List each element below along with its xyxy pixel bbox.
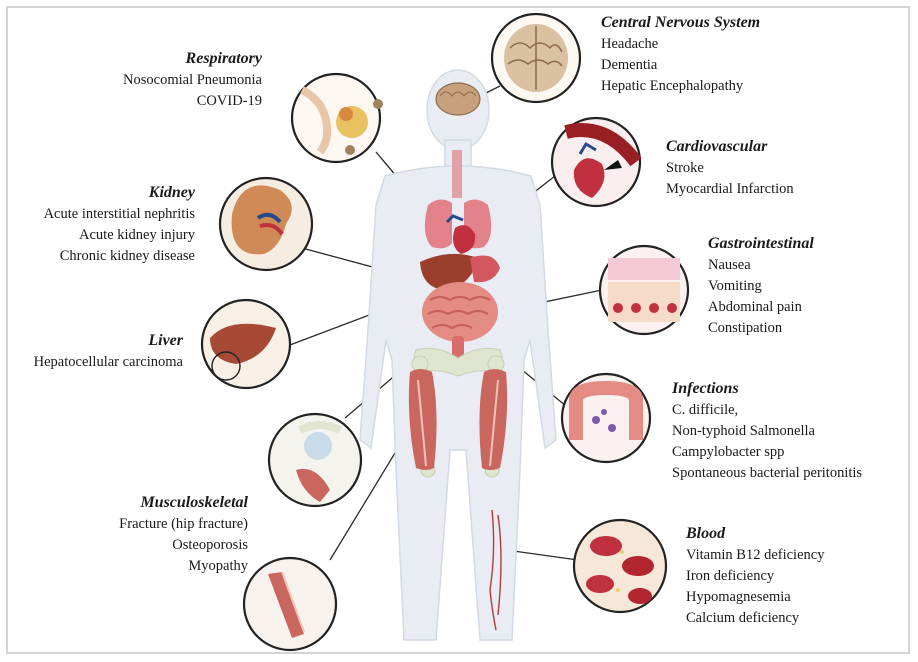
liver-inset bbox=[200, 298, 292, 390]
respiratory-item: Nosocomial Pneumonia bbox=[123, 72, 262, 88]
musculoskeletal-title: Musculoskeletal bbox=[140, 494, 248, 511]
kidney-label: Kidney Acute interstitial nephritis Acut… bbox=[44, 182, 195, 267]
cns-item: Dementia bbox=[601, 57, 658, 73]
infections-item: Non-typhoid Salmonella bbox=[672, 423, 815, 439]
leg-vessels bbox=[489, 509, 502, 631]
gastrointestinal-label: Gastrointestinal Nausea Vomiting Abdomin… bbox=[708, 233, 814, 339]
hip-inset bbox=[267, 412, 363, 508]
infections-item: Campylobacter spp bbox=[672, 444, 785, 460]
image-frame bbox=[6, 6, 910, 654]
liver-item: Hepatocellular carcinoma bbox=[33, 354, 183, 370]
cns-label: Central Nervous System Headache Dementia… bbox=[601, 12, 760, 97]
cardiovascular-label: Cardiovascular Stroke Myocardial Infarct… bbox=[666, 136, 794, 200]
heart-inset bbox=[550, 116, 642, 208]
kidney-item: Acute interstitial nephritis bbox=[43, 206, 195, 222]
brain-small bbox=[435, 82, 481, 116]
blood-item: Iron deficiency bbox=[686, 568, 775, 584]
cns-item: Hepatic Encephalopathy bbox=[601, 78, 744, 94]
cns-item: Headache bbox=[601, 36, 659, 52]
leg-muscles bbox=[408, 369, 508, 470]
cardiovascular-title: Cardiovascular bbox=[666, 138, 768, 155]
cardiovascular-item: Myocardial Infarction bbox=[666, 181, 794, 197]
musculoskeletal-item: Myopathy bbox=[188, 558, 248, 574]
musculoskeletal-item: Osteoporosis bbox=[172, 537, 248, 553]
kidney-item: Chronic kidney disease bbox=[59, 248, 195, 264]
cns-title: Central Nervous System bbox=[601, 14, 761, 31]
gastrointestinal-item: Abdominal pain bbox=[708, 299, 802, 315]
respiratory-title: Respiratory bbox=[185, 50, 262, 67]
colon-inset bbox=[560, 372, 652, 464]
cardiovascular-item: Stroke bbox=[666, 160, 704, 176]
gastrointestinal-item: Nausea bbox=[708, 257, 751, 273]
blood-title: Blood bbox=[686, 525, 726, 542]
liver-title: Liver bbox=[148, 332, 183, 349]
respiratory-label: Respiratory Nosocomial Pneumonia COVID-1… bbox=[123, 48, 262, 112]
gastrointestinal-item: Constipation bbox=[708, 320, 783, 336]
musculoskeletal-label: Musculoskeletal Fracture (hip fracture) … bbox=[119, 492, 248, 577]
infections-label: Infections C. difficile, Non-typhoid Sal… bbox=[672, 378, 862, 484]
gastrointestinal-item: Vomiting bbox=[708, 278, 762, 294]
gi-inset bbox=[598, 244, 690, 336]
blood-item: Calcium deficiency bbox=[686, 610, 800, 626]
respiratory-item: COVID-19 bbox=[196, 93, 262, 109]
gastrointestinal-title: Gastrointestinal bbox=[708, 235, 814, 252]
inset-circles bbox=[200, 12, 690, 652]
infections-title: Infections bbox=[672, 380, 739, 397]
liver-label: Liver Hepatocellular carcinoma bbox=[34, 330, 183, 373]
kidney-title: Kidney bbox=[148, 184, 195, 201]
blood-inset bbox=[572, 518, 668, 614]
infections-item: C. difficile, bbox=[672, 402, 739, 418]
muscle-inset bbox=[242, 556, 338, 652]
blood-item: Hypomagnesemia bbox=[686, 589, 791, 605]
kidney-item: Acute kidney injury bbox=[79, 227, 195, 243]
brain-inset bbox=[490, 12, 582, 104]
kidney-inset bbox=[218, 176, 314, 272]
blood-label: Blood Vitamin B12 deficiency Iron defici… bbox=[686, 523, 824, 629]
musculoskeletal-item: Fracture (hip fracture) bbox=[119, 516, 248, 532]
blood-item: Vitamin B12 deficiency bbox=[686, 547, 825, 563]
infections-item: Spontaneous bacterial peritonitis bbox=[672, 465, 863, 481]
lungs-inset bbox=[290, 72, 383, 164]
